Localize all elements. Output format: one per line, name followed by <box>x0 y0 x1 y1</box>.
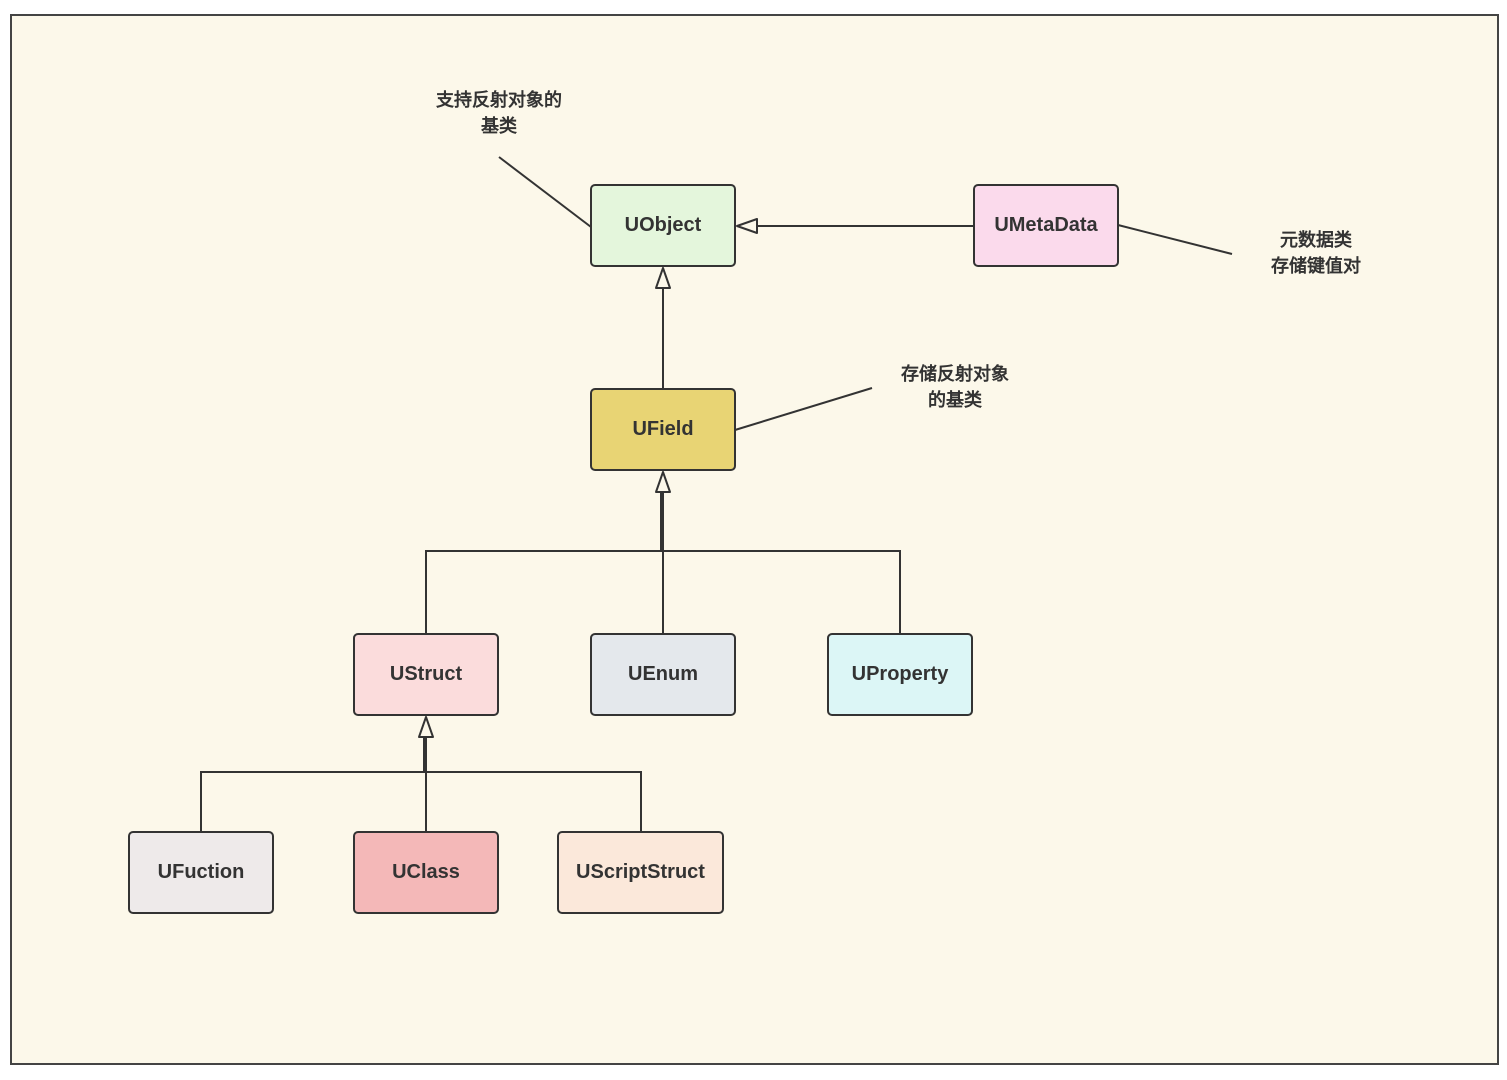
uenum-node[interactable]: UEnum <box>590 633 736 716</box>
uproperty-node[interactable]: UProperty <box>827 633 973 716</box>
note-line-ufield <box>734 387 873 431</box>
umetadata-node[interactable]: UMetaData <box>973 184 1119 267</box>
note-ufield-line2: 的基类 <box>928 390 982 411</box>
edge-ufuction-ustruct <box>200 771 426 831</box>
edge-uscriptstruct-ustruct <box>426 771 642 831</box>
note-line-uobject <box>498 156 592 228</box>
ufield-node[interactable]: UField <box>590 388 736 471</box>
uclass-node[interactable]: UClass <box>353 831 499 914</box>
ufuction-node[interactable]: UFuction <box>128 831 274 914</box>
note-uobject-line1: 支持反射对象的 <box>436 90 562 111</box>
note-ufield-line1: 存储反射对象 <box>901 364 1009 385</box>
note-umetadata-line1: 元数据类 <box>1280 230 1352 251</box>
note-ufield: 存储反射对象 的基类 <box>855 362 1055 414</box>
edge-ustruct-ufield <box>425 550 663 633</box>
edge-uproperty-ufield <box>663 550 901 633</box>
arrowhead-uobject-bottom <box>655 267 671 289</box>
note-line-umetadata <box>1117 224 1233 255</box>
arrowhead-ustruct-bottom <box>418 716 434 738</box>
note-uobject-line2: 基类 <box>481 116 517 137</box>
uobject-node[interactable]: UObject <box>590 184 736 267</box>
note-umetadata: 元数据类 存储键值对 <box>1216 228 1416 280</box>
note-uobject: 支持反射对象的 基类 <box>399 88 599 140</box>
arrowhead-uobject-right <box>736 218 758 234</box>
note-umetadata-line2: 存储键值对 <box>1271 256 1361 277</box>
uscriptstruct-node[interactable]: UScriptStruct <box>557 831 724 914</box>
ustruct-node[interactable]: UStruct <box>353 633 499 716</box>
arrowhead-ufield-bottom <box>655 471 671 493</box>
